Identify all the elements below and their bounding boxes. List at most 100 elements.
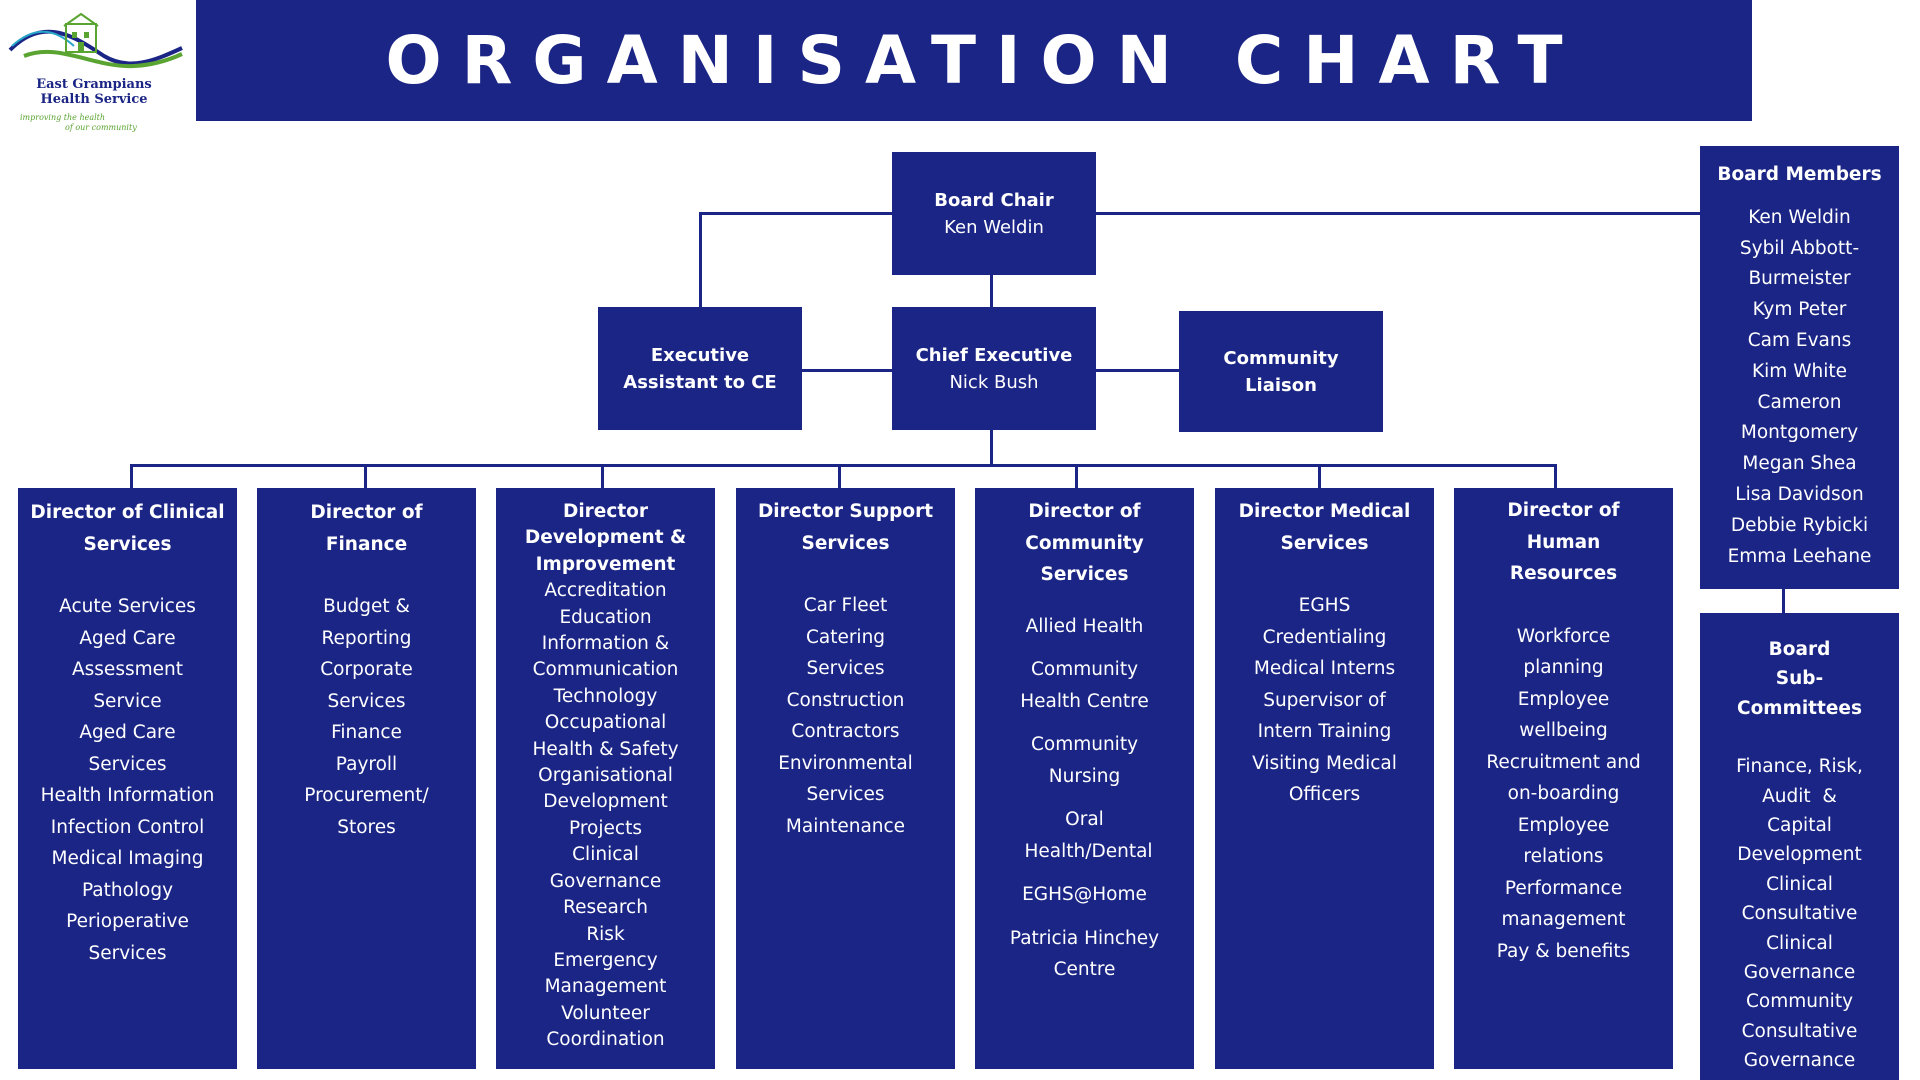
list-item: Development (543, 791, 668, 813)
board-chair-role: Board Chair (934, 189, 1054, 211)
executive-assistant-box: Executive Assistant to CE (598, 307, 802, 430)
list-item: Occupational (544, 712, 667, 734)
director-heading: Director of Human Resources (1507, 500, 1620, 584)
chief-executive-box: Chief Executive Nick Bush (892, 307, 1096, 430)
board-members-list: Ken Weldin Sybil Abbott- Burmeister Kym … (1700, 203, 1899, 573)
connector-line (1075, 464, 1078, 490)
list-item: Community Health Centre (1020, 659, 1149, 712)
list-item: Emma Leehane (1727, 545, 1872, 567)
board-chair-box: Board Chair Ken Weldin (892, 152, 1096, 275)
list-item: Workforce (1516, 625, 1611, 647)
list-item: Consultative (1741, 903, 1858, 925)
list-item: relations (1523, 846, 1604, 867)
director-medical-services-box: Director Medical Services EGHS Credentia… (1215, 488, 1434, 1069)
list-item: Car Fleet (803, 595, 888, 616)
list-item: Credentialing (1262, 626, 1387, 648)
list-item: Employee (1517, 688, 1610, 710)
logo-emblem-icon (8, 12, 183, 69)
connector-line (990, 429, 993, 465)
list-item: Research (563, 897, 648, 919)
list-item: EGHS (1298, 595, 1351, 616)
board-sub-committees-box: Board Sub- Committees Finance, Risk, Aud… (1700, 613, 1899, 1080)
list-item: Technology (553, 685, 658, 707)
community-liaison-box: Community Liaison (1179, 311, 1383, 432)
list-item: Maintenance (785, 815, 906, 837)
list-item: Catering (805, 626, 886, 648)
director-support-services-box: Director Support Services Car Fleet Cate… (736, 488, 955, 1069)
list-item: Emergency (553, 949, 658, 971)
list-item: Infection Control (50, 816, 205, 838)
list-item: EGHS@Home (1022, 884, 1147, 905)
list-item: Service (93, 690, 162, 712)
list-item: Volunteer (561, 1002, 650, 1024)
list-item: Burmeister (1748, 268, 1851, 290)
list-item: Payroll (335, 753, 398, 775)
list-item: Consultative (1741, 1020, 1858, 1042)
list-item: Risk (586, 923, 625, 945)
organisation-name: East Grampians Health Service (36, 77, 152, 107)
chief-executive-name: Nick Bush (949, 371, 1039, 393)
board-chair-name: Ken Weldin (944, 216, 1044, 238)
list-item: Communication (532, 659, 679, 681)
director-heading: Director of Community Services (1025, 501, 1144, 585)
director-heading: Director of Finance (310, 502, 423, 555)
connector-line (1554, 464, 1557, 490)
executive-assistant-line1: Executive (650, 344, 750, 366)
executive-assistant-line2: Assistant to CE (623, 371, 777, 393)
list-item: Perioperative (66, 911, 189, 932)
connector-line (130, 464, 1557, 467)
list-item: Kym Peter (1752, 299, 1847, 321)
list-item: Budget & (323, 596, 410, 617)
community-liaison-line2: Liaison (1245, 374, 1317, 396)
director-services-list: Allied Health Community Health Centre Co… (981, 611, 1188, 986)
connector-line (1318, 464, 1321, 490)
list-item: Projects (569, 817, 642, 839)
chief-executive-role: Chief Executive (915, 344, 1073, 366)
list-item: Finance, Risk, (1736, 756, 1863, 778)
list-item: Services (806, 784, 885, 805)
list-item: Services (88, 753, 167, 775)
director-services-list: Workforce planning Employee wellbeing Re… (1460, 621, 1667, 968)
list-item: Services (88, 942, 167, 964)
community-liaison-line1: Community (1223, 347, 1339, 369)
director-services-list: Acute Services Aged Care Assessment Serv… (24, 591, 231, 969)
list-item: Community (1745, 991, 1854, 1013)
list-item: Governance (1743, 962, 1856, 984)
list-item: Acute Services (59, 596, 196, 617)
list-item: Supervisor of (1263, 689, 1386, 711)
director-services-list: EGHS Credentialing Medical Interns Super… (1221, 590, 1428, 811)
director-development-box: Director Development & Improvement Accre… (496, 488, 715, 1069)
list-item: Procurement/ (304, 785, 429, 806)
list-item: Assessment (72, 659, 183, 680)
list-item: Coordination (546, 1029, 665, 1051)
list-item: Health & Safety (532, 738, 679, 760)
list-item: Governance (549, 870, 662, 892)
list-item: Information & (541, 633, 670, 655)
organisation-tagline: improving the health of our community (20, 113, 137, 132)
list-item: Patricia Hinchey Centre (1009, 927, 1160, 981)
list-item: Stores (337, 816, 396, 838)
list-item: Officers (1288, 784, 1361, 805)
list-item: Governance (1743, 1050, 1856, 1072)
list-item: Contractors (791, 721, 900, 742)
list-item: Debbie Rybicki (1730, 514, 1869, 536)
list-item: Services (806, 658, 885, 679)
list-item: Services (327, 690, 406, 712)
director-human-resources-box: Director of Human Resources Workforce pl… (1454, 488, 1673, 1069)
list-item: on-boarding (1507, 783, 1620, 804)
list-item: Education (559, 606, 652, 628)
list-item: Construction (786, 689, 905, 711)
list-item: Medical Imaging (51, 848, 204, 869)
connector-line (699, 212, 702, 309)
board-sub-committees-heading: Board Sub- Committees (1737, 639, 1862, 719)
list-item: Audit & (1762, 785, 1837, 807)
list-item: planning (1523, 657, 1604, 678)
connector-line (130, 464, 133, 490)
list-item: Pay & benefits (1496, 940, 1631, 962)
page-title: ORGANISATION CHART (385, 22, 1583, 99)
list-item: Organisational (538, 765, 673, 787)
board-sub-committees-list: Finance, Risk, Audit & Capital Developme… (1700, 752, 1899, 1075)
list-item: Kim White (1752, 360, 1847, 382)
list-item: Performance (1504, 877, 1623, 899)
connector-line (601, 464, 604, 490)
